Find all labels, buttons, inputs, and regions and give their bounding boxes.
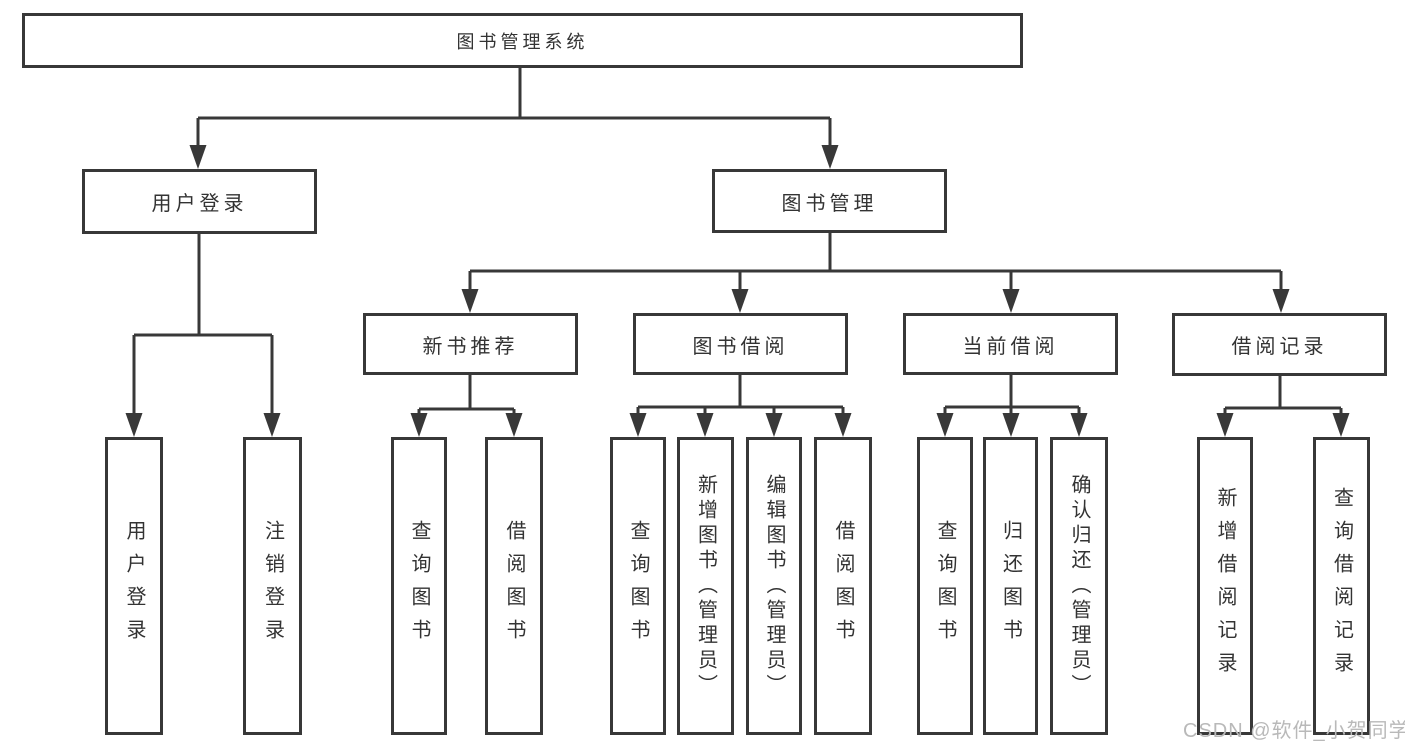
leaf-add-borrowing-record: 新增借阅记录	[1197, 437, 1253, 735]
connector-management-to-level3	[461, 233, 1290, 313]
leaf-query-borrowing-record: 查询借阅记录	[1313, 437, 1370, 735]
connector-login-to-leaves	[125, 234, 281, 437]
csdn-watermark: CSDN @软件_小贺同学	[1183, 720, 1405, 742]
leaf-query-books-recommendation: 查询图书	[391, 437, 447, 735]
connector-borrowing-to-leaves	[629, 375, 852, 437]
node-book-management: 图书管理	[712, 169, 947, 233]
connector-records-to-leaves	[1216, 374, 1350, 437]
leaf-user-login: 用户登录	[105, 437, 163, 735]
node-current-borrowing: 当前借阅	[903, 313, 1118, 375]
leaf-borrow-books-recommendation: 借阅图书	[485, 437, 543, 735]
node-book-borrowing: 图书借阅	[633, 313, 848, 375]
leaf-query-books-current: 查询图书	[917, 437, 973, 735]
node-new-book-recommendation: 新书推荐	[363, 313, 578, 375]
leaf-logout: 注销登录	[243, 437, 302, 735]
connector-root-to-level2	[189, 68, 839, 169]
leaf-return-books: 归还图书	[983, 437, 1038, 735]
leaf-borrow-books: 借阅图书	[814, 437, 872, 735]
leaf-query-books-borrowing: 查询图书	[610, 437, 666, 735]
node-borrowing-records: 借阅记录	[1172, 313, 1387, 376]
node-user-login: 用户登录	[82, 169, 317, 234]
connector-recommendation-to-leaves	[410, 375, 523, 437]
node-library-management-system: 图书管理系统	[22, 13, 1023, 68]
leaf-edit-books-admin: 编辑图书（管理员）	[746, 437, 802, 735]
leaf-add-books-admin: 新增图书（管理员）	[677, 437, 734, 735]
connector-current-to-leaves	[936, 374, 1088, 437]
leaf-confirm-return-admin: 确认归还（管理员）	[1050, 437, 1108, 735]
